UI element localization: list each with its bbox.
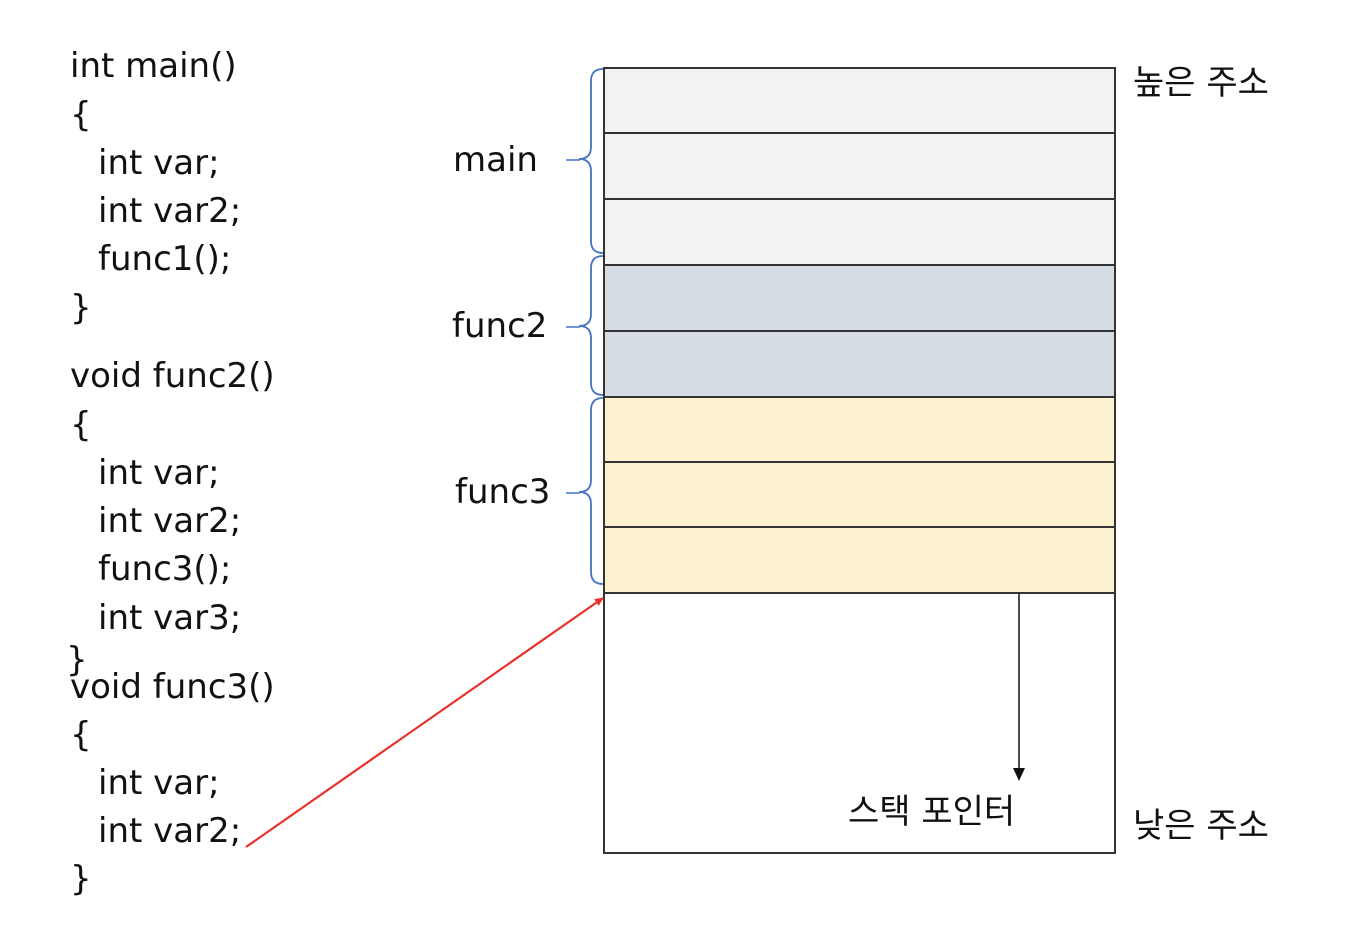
code-line: }	[66, 640, 88, 680]
stack-cell-main	[603, 67, 1116, 134]
stack-pointer-label: 스택 포인터	[848, 792, 1016, 832]
code-line: void func3()	[70, 667, 275, 707]
stack-cell-func3	[603, 526, 1116, 594]
code-line: int var2;	[98, 501, 242, 541]
code-line: int var;	[98, 763, 220, 803]
code-line: int var;	[98, 143, 220, 183]
code-line: int var3;	[98, 598, 242, 638]
code-line: }	[70, 859, 92, 899]
brace-main	[578, 68, 604, 254]
high-address-label: 높은 주소	[1133, 63, 1269, 103]
brace-func3	[578, 397, 604, 585]
stack-free-area	[603, 592, 1116, 854]
stack-cell-func2	[603, 330, 1116, 398]
code-line: int var2;	[98, 811, 242, 851]
code-line: func1();	[98, 239, 232, 279]
stack-cell-func2	[603, 264, 1116, 332]
frame-label-func2: func2	[452, 306, 548, 346]
code-line: void func2()	[70, 356, 275, 396]
stack-cell-main	[603, 198, 1116, 266]
frame-label-func3: func3	[455, 472, 551, 512]
stack-pointer-arrowhead	[1013, 768, 1025, 781]
code-line: {	[70, 95, 92, 135]
code-line: int var;	[98, 453, 220, 493]
code-line: int main()	[70, 46, 237, 86]
code-line: {	[70, 405, 92, 445]
code-line: int var2;	[98, 191, 242, 231]
stack-cell-func3	[603, 461, 1116, 528]
brace-func2	[578, 255, 604, 396]
frame-label-main: main	[453, 140, 538, 180]
code-line: func3();	[98, 549, 232, 589]
red-arrow	[245, 597, 604, 848]
code-line: }	[70, 288, 92, 328]
code-line: {	[70, 715, 92, 755]
low-address-label: 낮은 주소	[1133, 806, 1269, 846]
